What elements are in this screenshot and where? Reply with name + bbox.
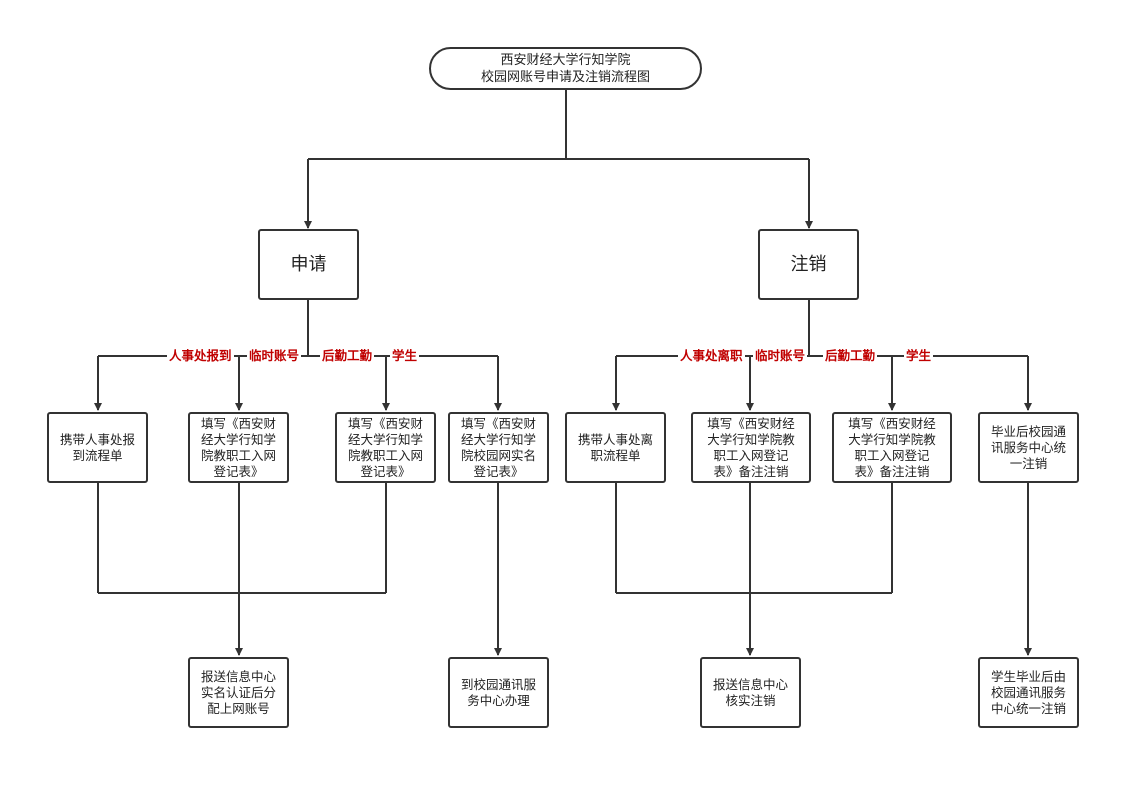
apply-label-logistics: 后勤工勤 [320, 348, 375, 363]
cancel-step-temp: 填写《西安财经 大学行知学院教 职工入网登记 表》备注注销 [691, 412, 811, 483]
cancel-label-logistics: 后勤工勤 [823, 348, 878, 363]
apply-step-logistics: 填写《西安财 经大学行知学 院教职工入网 登记表》 [335, 412, 436, 483]
cancel-node: 注销 [758, 229, 859, 300]
cancel-label-hr-leave: 人事处离职 [678, 348, 745, 363]
flowchart-title: 西安财经大学行知学院 校园网账号申请及注销流程图 [429, 47, 702, 90]
cancel-step-hr: 携带人事处离 职流程单 [565, 412, 666, 483]
cancel-label-student: 学生 [904, 348, 934, 363]
cancel-label-temp-account: 临时账号 [753, 348, 808, 363]
apply-result-info-center: 报送信息中心 实名认证后分 配上网账号 [188, 657, 289, 728]
apply-step-student: 填写《西安财 经大学行知学 院校园网实名 登记表》 [448, 412, 549, 483]
apply-step-temp: 填写《西安财 经大学行知学 院教职工入网 登记表》 [188, 412, 289, 483]
apply-result-service-center: 到校园通讯服 务中心办理 [448, 657, 549, 728]
cancel-result-student: 学生毕业后由 校园通讯服务 中心统一注销 [978, 657, 1079, 728]
apply-label-student: 学生 [390, 348, 420, 363]
cancel-step-student: 毕业后校园通 讯服务中心统 一注销 [978, 412, 1079, 483]
apply-label-temp-account: 临时账号 [247, 348, 302, 363]
cancel-result-info-center: 报送信息中心 核实注销 [700, 657, 801, 728]
apply-node: 申请 [258, 229, 359, 300]
apply-step-hr: 携带人事处报 到流程单 [47, 412, 148, 483]
apply-label-hr-onboard: 人事处报到 [167, 348, 234, 363]
cancel-step-logistics: 填写《西安财经 大学行知学院教 职工入网登记 表》备注注销 [832, 412, 952, 483]
